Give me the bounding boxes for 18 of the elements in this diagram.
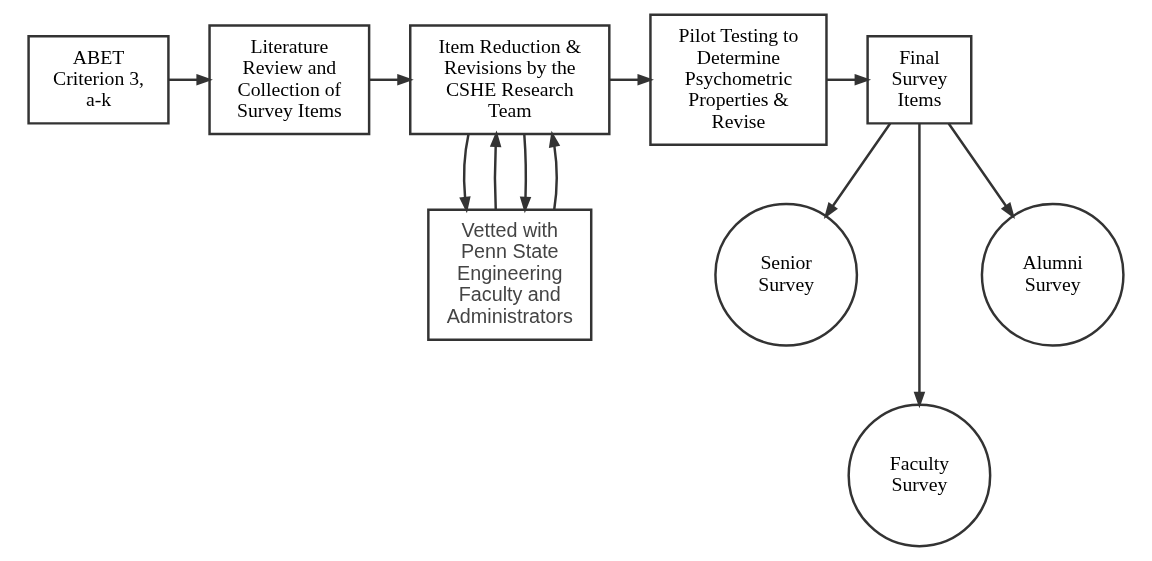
arrow (609, 74, 654, 86)
arrow (826, 74, 872, 86)
node-box: Pilot Testing to Determine Psychometric Properties & Revise (649, 13, 828, 146)
arrow (459, 134, 471, 214)
arrow (489, 130, 502, 210)
arrow (913, 123, 926, 409)
arrow (168, 74, 213, 86)
node-box: Final Survey Items (866, 34, 973, 125)
node-box: Vetted with Penn State Engineering Faculty and Administrators (427, 208, 593, 341)
node-box: ABET Criterion 3, a-k (27, 34, 170, 125)
node-circle: Faculty Survey (847, 403, 992, 548)
arrow (519, 134, 532, 214)
arrow (947, 122, 1015, 219)
node-box: Item Reduction & Revisions by the CSHE Research Team (409, 24, 611, 136)
node-box: Literature Review and Collection of Survey Items (208, 24, 371, 136)
arrow (823, 122, 892, 219)
arrow (548, 130, 561, 210)
arrow (369, 74, 414, 86)
